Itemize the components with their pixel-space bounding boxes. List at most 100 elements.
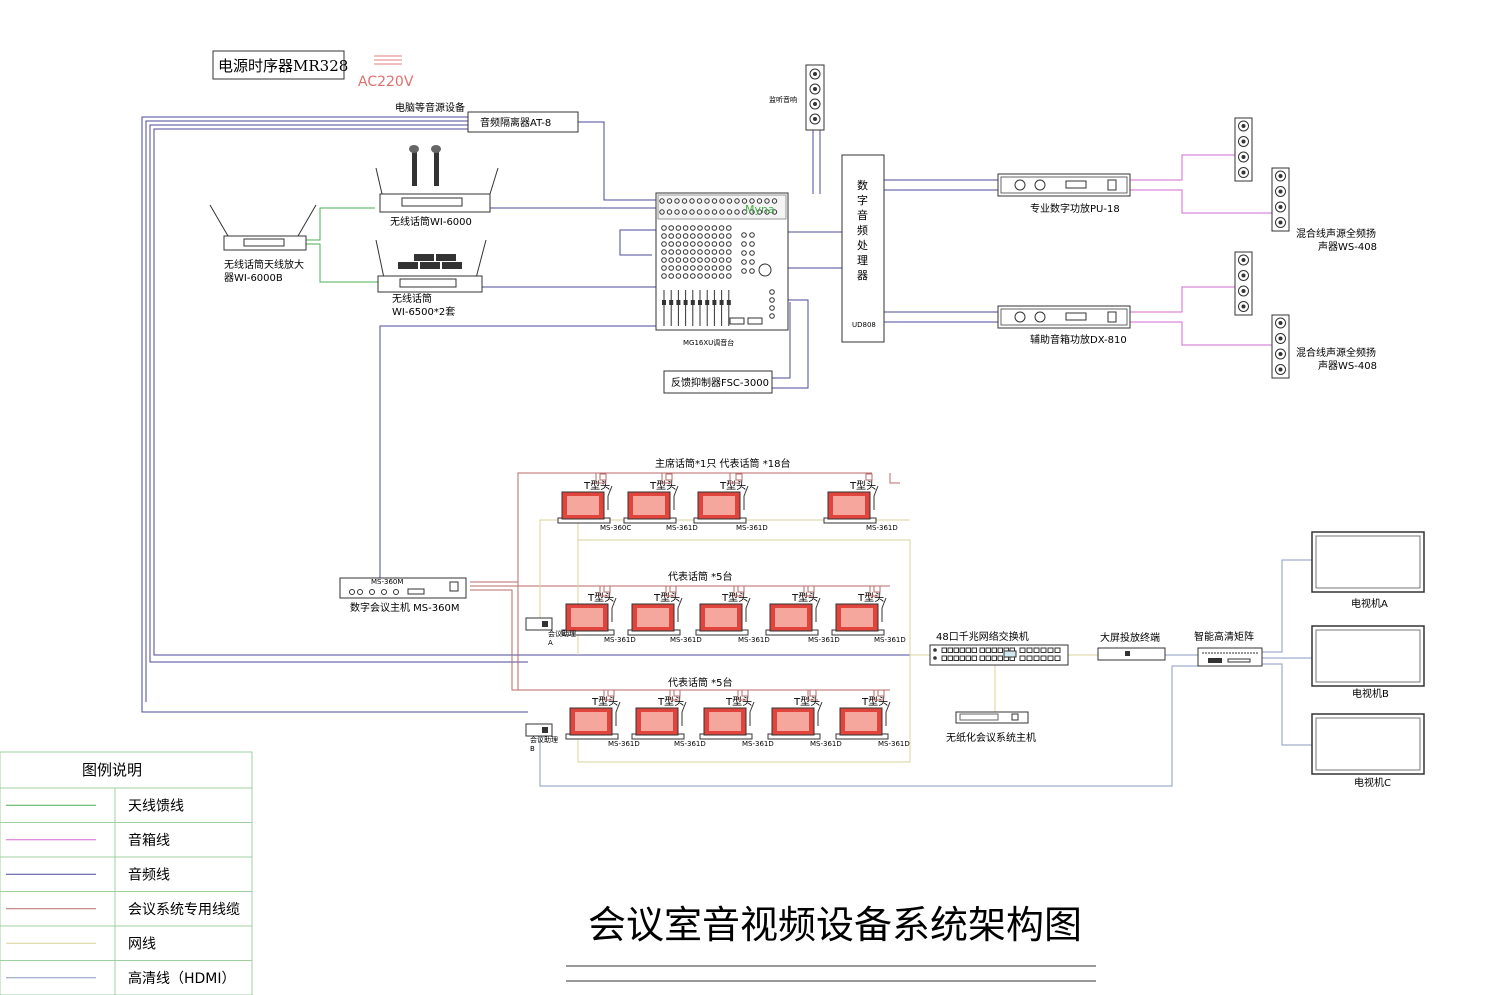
t-head-connector bbox=[803, 586, 814, 597]
mixer-input-jack bbox=[756, 198, 763, 204]
mixer-knob bbox=[675, 225, 682, 231]
mixer-knob bbox=[711, 233, 718, 239]
t-head-label: T型头 bbox=[587, 591, 614, 604]
switch-port bbox=[979, 655, 985, 661]
mixer-knob bbox=[690, 225, 696, 231]
svg-text:无线话筒WI-6000: 无线话筒WI-6000 bbox=[390, 215, 472, 228]
legend-label: 高清线（HDMI） bbox=[128, 970, 236, 987]
dsp-char: 理 bbox=[857, 254, 868, 267]
switch-port bbox=[1054, 647, 1061, 653]
mixer-knob bbox=[697, 225, 703, 231]
mixer-knob bbox=[661, 257, 667, 263]
mixer-knob bbox=[749, 250, 755, 256]
paperless-host: 无纸化会议系统主机 bbox=[946, 711, 1036, 744]
diagram-title: 会议室音视频设备系统架构图 bbox=[566, 903, 1096, 982]
svg-text:B: B bbox=[530, 745, 535, 753]
switch-port bbox=[985, 647, 991, 653]
t-head-connector bbox=[889, 473, 900, 484]
switch-port bbox=[997, 647, 1003, 653]
svg-text:Myna: Myna bbox=[745, 203, 775, 216]
mixer-fader-cap bbox=[662, 300, 666, 305]
mixer-knob bbox=[704, 225, 711, 231]
mixer-knob bbox=[690, 265, 696, 271]
mixer-input-jack bbox=[764, 209, 770, 215]
mixer-knob bbox=[697, 241, 703, 247]
t-head-label: T型头 bbox=[591, 695, 618, 708]
mixer-knob bbox=[668, 233, 675, 239]
mic-model-label: MS-361D bbox=[604, 636, 636, 644]
t-head-connector bbox=[599, 586, 610, 597]
legend-label: 天线馈线 bbox=[128, 798, 184, 814]
t-head-label: T型头 bbox=[849, 479, 876, 492]
mixer-input-jack bbox=[674, 198, 680, 204]
legend-row: 天线馈线 bbox=[6, 798, 184, 814]
mixer-knob bbox=[682, 257, 689, 263]
mic-model-label: MS-361D bbox=[878, 740, 910, 748]
t-head-label: T型头 bbox=[857, 591, 884, 604]
legend-row: 会议系统专用线缆 bbox=[0, 891, 252, 918]
mixer-fader-cap bbox=[683, 300, 688, 305]
pc-source-label: 电脑等音源设备 bbox=[395, 101, 465, 114]
switch-port bbox=[991, 647, 997, 653]
legend-label: 会议系统专用线缆 bbox=[128, 902, 240, 918]
svg-text:A: A bbox=[548, 639, 553, 647]
svg-text:无线话筒天线放大: 无线话筒天线放大 bbox=[224, 258, 304, 271]
mixer-knob bbox=[675, 265, 682, 271]
mixer-knob bbox=[668, 273, 675, 279]
t-head-connector bbox=[661, 473, 672, 484]
mixer-input-jack bbox=[681, 209, 688, 215]
mixer-knob bbox=[741, 250, 747, 256]
svg-text:辅助音箱功放DX-810: 辅助音箱功放DX-810 bbox=[1030, 333, 1127, 346]
mixer-input-jack bbox=[711, 198, 718, 204]
legend-label: 音频线 bbox=[128, 866, 170, 883]
mic-model-label: MS-360C bbox=[600, 524, 631, 532]
mixer-knob bbox=[661, 273, 667, 279]
dsp-char: 器 bbox=[857, 269, 868, 282]
mixer-knob bbox=[704, 273, 711, 279]
mixer-fader-cap bbox=[705, 300, 710, 305]
t-head-connector bbox=[669, 690, 680, 701]
mixer-input-jack bbox=[726, 209, 733, 215]
mixer-knob bbox=[718, 233, 725, 239]
mixer-knob bbox=[718, 241, 725, 247]
mixer-knob bbox=[711, 225, 718, 231]
mixer-knob bbox=[697, 249, 703, 255]
svg-text:数字会议主机 MS-360M: 数字会议主机 MS-360M bbox=[350, 601, 459, 614]
svg-text:大屏投放终端: 大屏投放终端 bbox=[1100, 631, 1160, 644]
mixer-input-jack bbox=[719, 198, 725, 204]
amplifier-pu18: 专业数字功放PU-18 bbox=[997, 173, 1131, 215]
monitor-speaker: 监听音响 bbox=[769, 64, 825, 131]
legend-row: 音箱线 bbox=[0, 822, 252, 849]
switch-port bbox=[941, 647, 947, 653]
switch-port bbox=[997, 655, 1003, 661]
conference-assistant-a: 会议助理 A bbox=[525, 617, 576, 647]
svg-text:反馈抑制器FSC-3000: 反馈抑制器FSC-3000 bbox=[671, 376, 769, 389]
switch-port bbox=[1019, 655, 1026, 661]
mixer-knob bbox=[682, 249, 689, 255]
mixer-knob bbox=[726, 257, 732, 263]
dsp-char: 字 bbox=[857, 193, 868, 207]
audio-isolator: 音频隔离器AT-8 bbox=[467, 111, 579, 133]
mixer-knob bbox=[697, 265, 703, 271]
svg-text:会议室音视频设备系统架构图: 会议室音视频设备系统架构图 bbox=[588, 903, 1082, 947]
switch-port bbox=[1040, 647, 1047, 653]
mixer-input-jack bbox=[734, 209, 740, 215]
mixer-knob bbox=[675, 233, 682, 239]
mixer-knob bbox=[661, 249, 667, 255]
conference-host: MS-360M 数字会议主机 MS-360M bbox=[339, 577, 467, 614]
mixer-fader-cap bbox=[719, 300, 724, 305]
mic-model-label: MS-361D bbox=[670, 636, 702, 644]
mixer-knob bbox=[726, 273, 732, 279]
svg-text:音频隔离器AT-8: 音频隔离器AT-8 bbox=[480, 116, 551, 129]
feedback-suppressor: 反馈抑制器FSC-3000 bbox=[663, 370, 773, 394]
speaker-wires bbox=[1130, 154, 1272, 346]
mixer-fader-cap bbox=[690, 300, 695, 305]
mixer-knob bbox=[741, 241, 747, 247]
switch-port bbox=[947, 647, 953, 653]
